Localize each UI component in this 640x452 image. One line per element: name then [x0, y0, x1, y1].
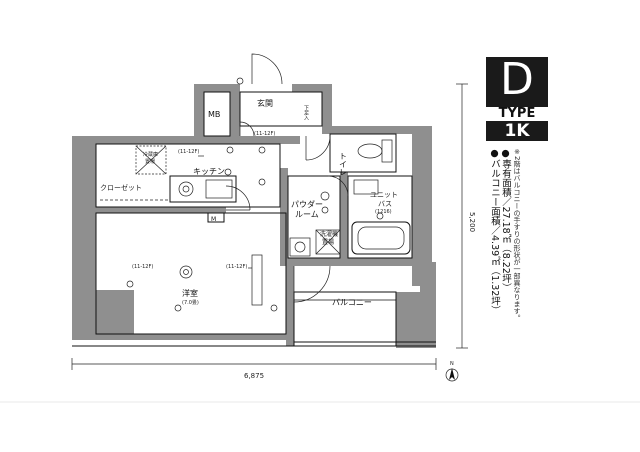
balcony-area: ●バルコニー面積／4.39㎡（1.32坪）: [489, 148, 500, 316]
type-letter: D: [500, 54, 534, 105]
toilet-label: トイレ: [339, 152, 348, 176]
dimension-width: 6,875: [244, 372, 264, 380]
western-room-size: (7.0畳): [182, 300, 199, 306]
layout-label: 1K: [486, 122, 548, 141]
ceiling-height-2: (11-12F): [254, 131, 275, 137]
ceiling-height-3: (11-12F): [132, 264, 153, 270]
m-label: M: [211, 216, 216, 223]
fridge-label-2: 置場: [145, 158, 155, 165]
balcony-note: ※2階はバルコニーの手すりの形状が一部異なります。: [513, 148, 521, 322]
kitchen-label: キッチン: [193, 167, 225, 176]
western-room-label: 洋室: [182, 288, 198, 298]
closet-label: クローゼット: [100, 183, 142, 192]
unit-bath-size: (1216): [375, 209, 392, 215]
private-area: ●専有面積／27.18㎡（8.22坪）: [500, 148, 511, 293]
powder-room-label-2: ルーム: [295, 210, 319, 219]
shoe-box-label: 下足入: [303, 105, 309, 120]
washer-label-2: 置場: [322, 238, 334, 246]
outlines: [72, 91, 436, 347]
ceiling-height-4: (11-12F): [226, 264, 247, 270]
ceiling-height-1: (11-12F): [178, 149, 199, 155]
unit-bath-label-1: ユニット: [370, 191, 398, 199]
dimensions: [71, 83, 468, 370]
entrance-label: 玄関: [257, 98, 273, 108]
washer-label-1: 洗濯機: [320, 230, 338, 238]
dimension-height: 5,200: [468, 212, 476, 232]
type-word: TYPE: [486, 107, 548, 121]
north-arrow-icon: [445, 368, 459, 382]
unit-bath-label-2: バス: [378, 200, 392, 208]
fixtures: [100, 77, 411, 312]
balcony-label: バルコニー: [332, 298, 372, 307]
walls: [72, 84, 436, 348]
fridge-label-1: 冷蔵庫: [143, 151, 158, 158]
powder-room-label-1: パウダー: [291, 199, 323, 209]
doors: [225, 53, 349, 303]
north-label: N: [450, 361, 454, 367]
mb-label: MB: [208, 110, 220, 119]
